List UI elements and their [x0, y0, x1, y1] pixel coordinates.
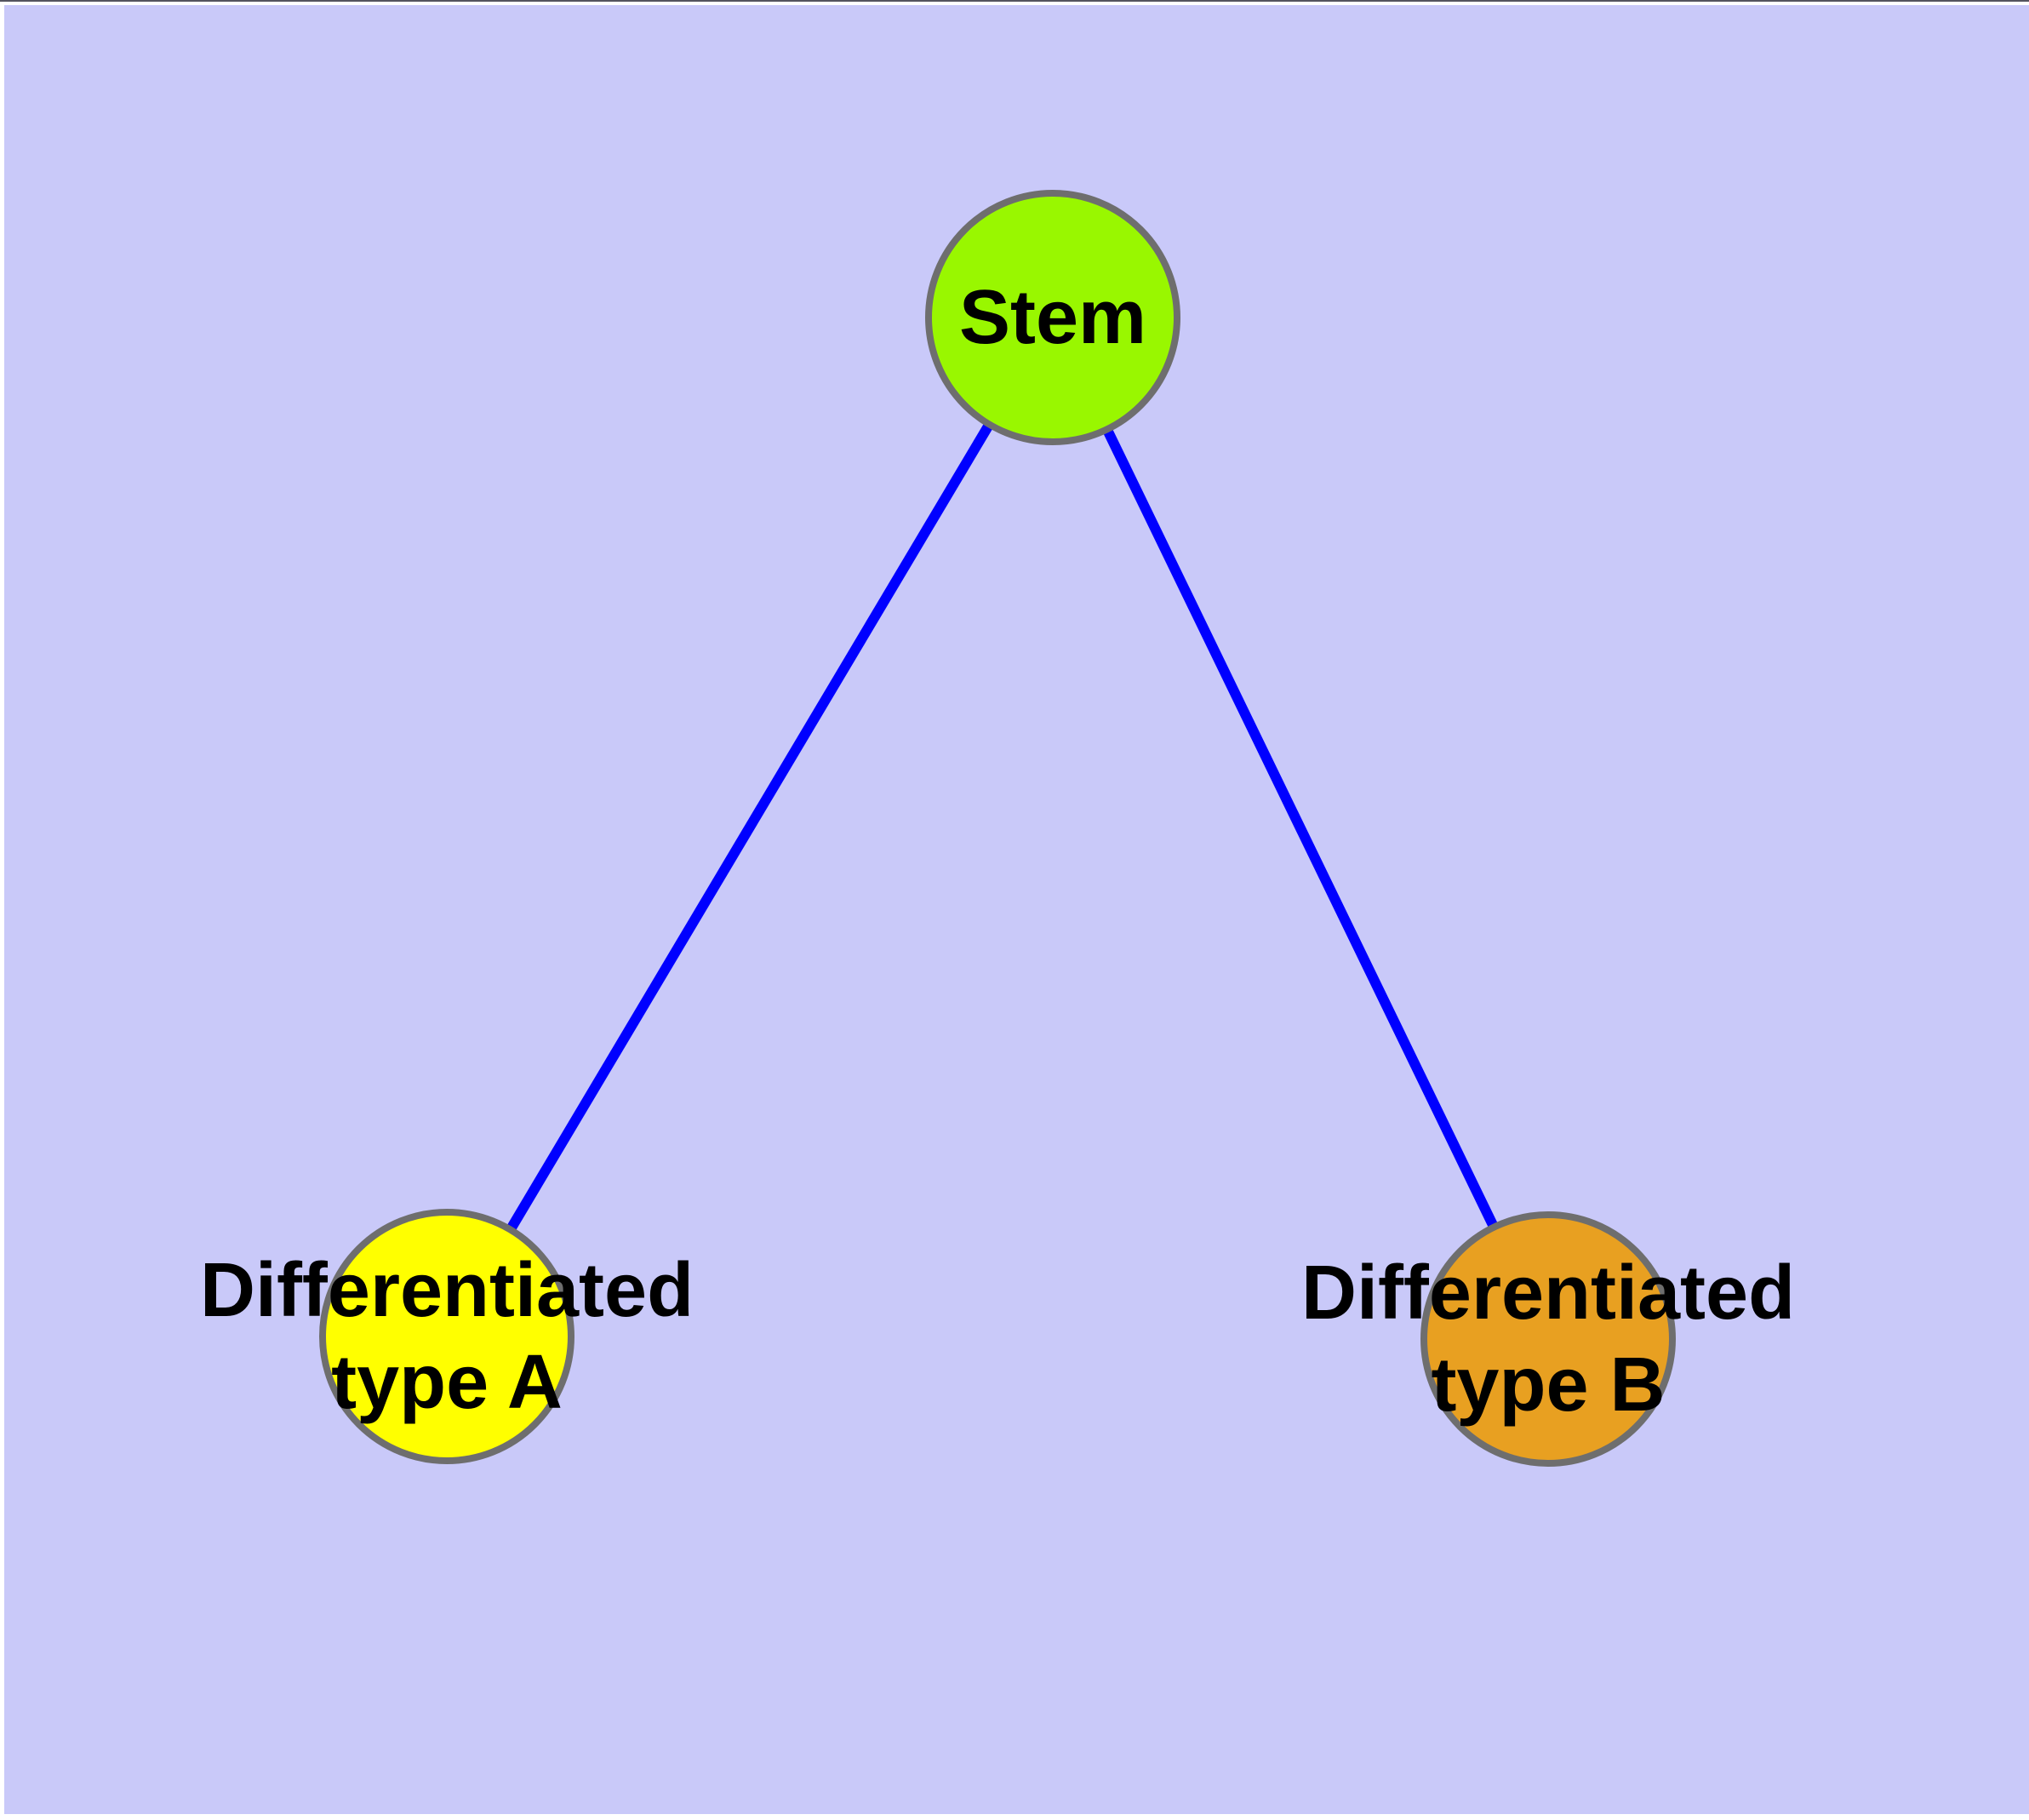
node-differentiated-type-b — [1420, 1211, 1676, 1467]
node-stem-label: Stem — [958, 275, 1147, 360]
node-differentiated-type-a — [319, 1209, 574, 1464]
window-top-edge — [0, 0, 2029, 2]
node-stem — [925, 190, 1180, 445]
node-differentiated-type-b-label: Differentiated type B — [1300, 1251, 1796, 1428]
edge-stem-to-type-a — [442, 314, 1058, 1340]
node-differentiated-type-a-label: Differentiated type A — [199, 1248, 694, 1425]
edge-stem-to-type-b — [1048, 315, 1553, 1342]
